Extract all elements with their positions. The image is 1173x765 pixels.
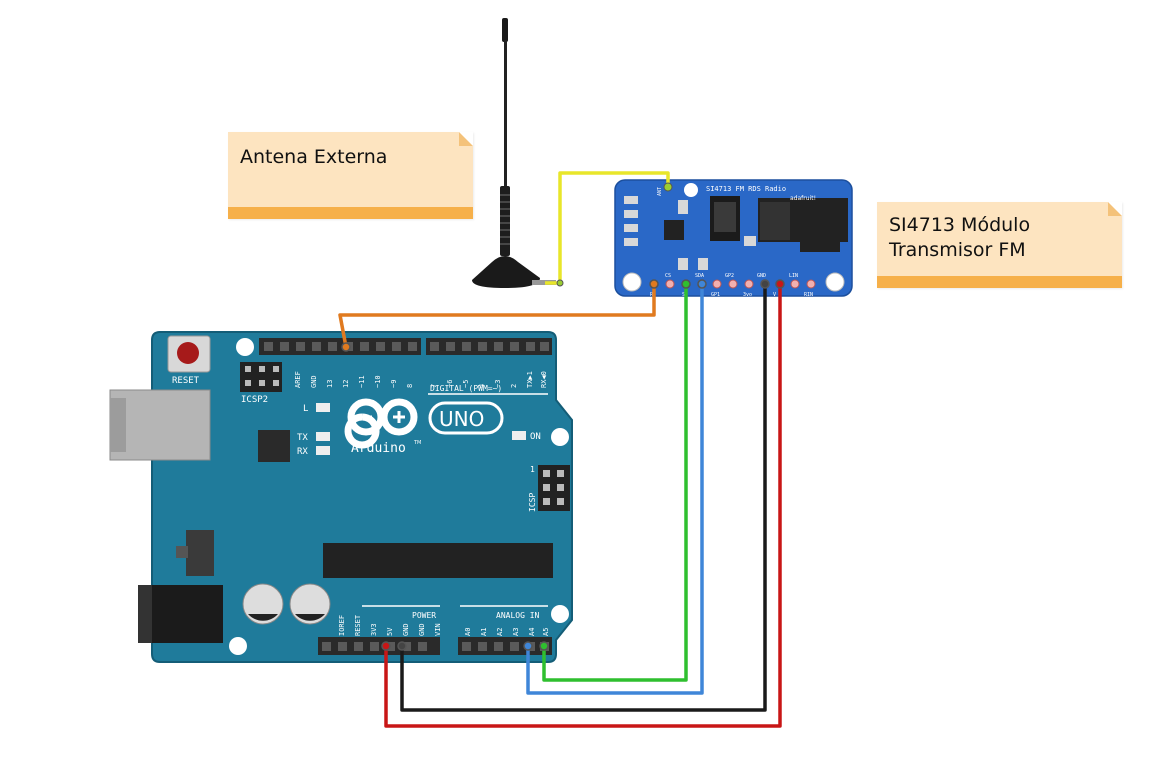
analog-pin-label: A0 [464,628,472,636]
wire-orange-pin12 [338,284,656,348]
pin-gnd-label: GND [757,273,766,279]
power-pin-label: 5V [386,627,394,636]
antenna [472,18,556,288]
note-bar [228,207,473,219]
analog-pin-labels: A0 A1 A2 A3 A4 A5 [464,628,550,636]
digital-pin-label: 12 [342,380,350,388]
digital-pin-label: AREF [294,371,302,388]
digital-pin-label: 2 [510,384,518,388]
digital-pin-label: 7 [430,384,438,388]
logo-arduino: Arduino [351,441,406,456]
pin-v-label: V [773,292,776,298]
pin-s-label: S [682,292,685,298]
power-pin-label: RESET [354,614,362,636]
pin-rin-label: RIN [804,292,813,298]
led-l-label: L [303,404,308,414]
digital-pin-label: 13 [326,380,334,388]
arduino-board [109,331,573,663]
note-bar [877,276,1122,288]
analog-pin-label: A1 [480,628,488,636]
digital-pin-label: RX◀0 [540,371,548,388]
power-pin-label: GND [418,623,426,636]
digital-pin-label: GND [310,375,318,388]
pin-gp1-label: GP1 [711,292,720,298]
wire-black-gnd [400,284,767,712]
module-note-line1: SI4713 Módulo [889,214,1031,236]
icsp2-label: ICSP2 [241,395,268,405]
led-on-label: ON [530,432,541,442]
analog-label: ANALOG IN [496,611,540,620]
wire-blue-sda [526,284,704,695]
wire-yellow-antenna [545,171,670,285]
digital-label: DIGITAL (PWM=~) [430,384,502,393]
digital-pin-labels: AREF GND 13 12 ~11 ~10 ~9 8 7 ~6 ~5 4 ~3 2 TX▶1 RX◀0 [294,371,548,388]
digital-pin-label: ~10 [374,375,382,388]
digital-pin-label: ~6 [446,380,454,388]
note-fold [1108,202,1122,216]
led-rx-label: RX [297,447,308,457]
pin-r-label: R [650,292,654,298]
pin-gp2-label: GP2 [725,273,734,279]
arduino-logo [344,398,504,449]
digital-pin-label: ~3 [494,380,502,388]
pin-ant-label: ANT [657,187,663,196]
module-note-line2: Transmisor FM [889,239,1026,261]
power-pin-labels: IOREF RESET 3V3 5V GND GND VIN [338,614,442,636]
antenna-note: Antena Externa [228,132,473,219]
analog-pin-label: A3 [512,628,520,636]
analog-pin-label: A5 [542,628,550,636]
module-brand: adafruit! [790,195,816,202]
module-title: SI4713 FM RDS Radio [706,185,786,193]
power-pin-label: VIN [434,623,442,636]
icsp-label: ICSP [528,493,537,512]
digital-pin-label: ~11 [358,375,366,388]
power-pin-label: 3V3 [370,623,378,636]
module-note: SI4713 Módulo Transmisor FM [877,202,1122,288]
antenna-note-text: Antena Externa [240,146,388,168]
pin-sda-label: SDA [695,273,704,279]
wire-green-scl [542,284,688,682]
digital-pin-label: ~9 [390,380,398,388]
analog-pin-label: A4 [528,628,536,636]
power-label: POWER [412,611,436,620]
digital-pin-label: 8 [406,384,414,388]
digital-pin-label: TX▶1 [526,371,534,388]
digital-pin-label: ~5 [462,380,470,388]
power-pin-label: IOREF [338,615,346,636]
logo-tm: TM [413,440,421,446]
digital-pin-label: 4 [478,384,486,388]
analog-pin-label: A2 [496,628,504,636]
pin-lin-label: LIN [789,273,798,279]
reset-label: RESET [172,376,200,386]
pin-3vo-label: 3vo [743,292,752,298]
wire-red-5v [384,284,782,728]
power-pin-label: GND [402,623,410,636]
note-fold [459,132,473,146]
led-tx-label: TX [297,433,308,443]
pin-cs-label: CS [665,273,671,279]
logo-uno: UNO [439,407,484,431]
icsp-num-label: 1 [530,465,535,474]
